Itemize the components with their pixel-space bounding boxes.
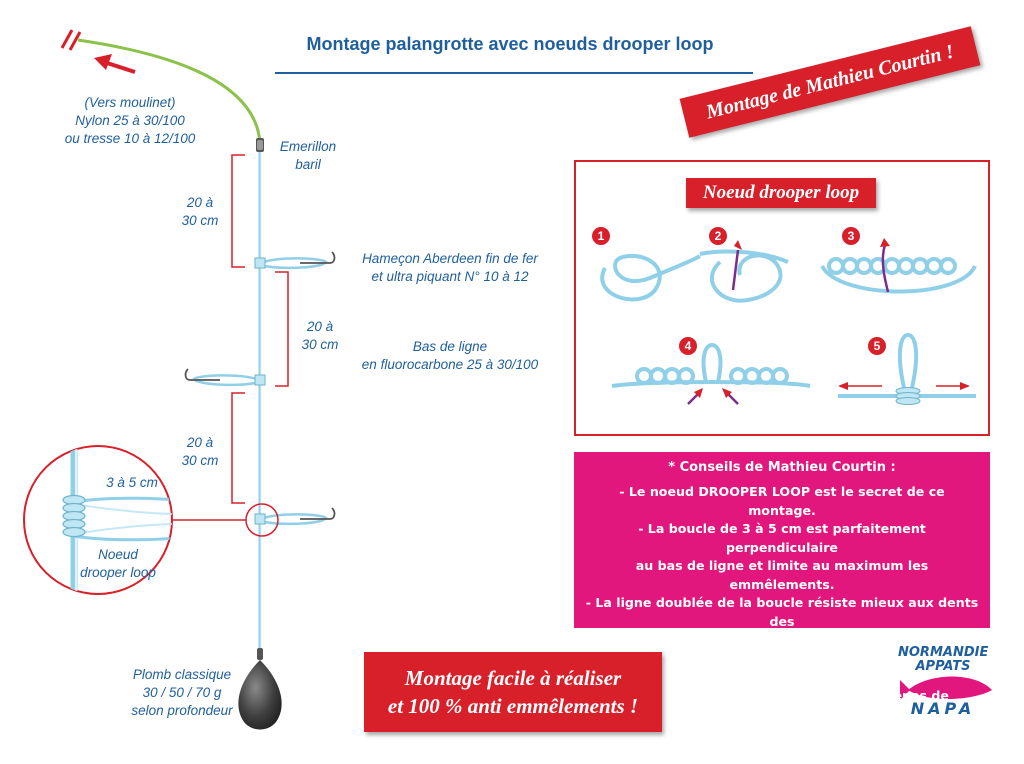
advice-line: potence et permet d’éviter les phénomène…: [615, 687, 949, 722]
knot-step-2-illustration: [699, 227, 789, 303]
leader-label: Bas de ligne en fluorocarbone 25 à 30/10…: [361, 339, 539, 372]
logo-normandie: NORMANDIE: [898, 645, 989, 660]
mainline-label: (Vers moulinet) Nylon 25 à 30/100 ou tre…: [64, 95, 196, 146]
knot-step-4-illustration: [611, 337, 811, 405]
advice-line: - Les spires en haut et en bas de la bou…: [601, 650, 963, 685]
hook-label: Hameçon Aberdeen fin de fer et ultra piq…: [362, 251, 538, 284]
knot-step-1-illustration: [592, 227, 702, 302]
swivel-icon: [256, 138, 264, 152]
step-number-2: 2: [714, 229, 722, 243]
distance-bracket-1: [231, 154, 245, 268]
advice-title: * Conseils de Mathieu Courtin :: [668, 460, 896, 475]
loop-size-label: 3 à 5 cm: [106, 475, 158, 490]
bottom-banner: Montage facile à réaliser et 100 % anti …: [364, 652, 662, 732]
step-number-3: 3: [847, 229, 855, 243]
dropper-loop-1: [254, 251, 336, 270]
step-number-1: 1: [597, 229, 605, 243]
arrow-to-reel-icon: [94, 54, 136, 74]
distance-label-2: 20 à 30 cm: [301, 319, 339, 352]
napa-logo-graphic: [900, 676, 992, 700]
advice-line: - Le noeud DROOPER LOOP est le secret de…: [619, 484, 945, 518]
mainline: [77, 38, 262, 146]
step-number-4: 4: [684, 339, 692, 353]
logo-appats: APPATS: [915, 659, 971, 674]
distance-bracket-2: [275, 271, 289, 387]
advice-line: au bas de ligne et limite au maximum les…: [635, 558, 929, 592]
advice-box: * Conseils de Mathieu Courtin : - Le noe…: [574, 452, 990, 721]
dropper-loop-3: [254, 507, 336, 526]
logo-napa: NAPA: [910, 699, 976, 718]
title-underline: [275, 72, 753, 74]
step-number-5: 5: [873, 339, 881, 353]
sinker-label: Plomb classique 30 / 50 / 70 g selon pro…: [131, 667, 233, 718]
swivel-label: Emerillon baril: [279, 139, 337, 172]
distance-label-3: 20 à 30 cm: [181, 435, 219, 468]
knot-box-title: Noeud drooper loop: [686, 178, 876, 208]
advice-line: - La ligne doublée de la boucle résiste …: [585, 595, 979, 629]
line-cut-mark: [60, 29, 82, 51]
knot-steps-box: [574, 160, 990, 436]
page-title: Montage palangrotte avec noeuds drooper …: [306, 34, 714, 54]
knot-step-3-illustration: [820, 227, 977, 294]
knot-step-5-illustration: [838, 332, 976, 405]
sinker-icon: [238, 648, 282, 730]
zoom-circle: [23, 445, 173, 595]
advice-line: - La boucle de 3 à 5 cm est parfaitement…: [638, 521, 926, 555]
distance-label-1: 20 à 30 cm: [181, 195, 219, 228]
distance-bracket-3: [231, 392, 245, 504]
advice-line: poissons (ex: sparidés) et évite les cas…: [629, 632, 935, 647]
dropper-loop-2: [184, 368, 266, 387]
knot-label: Noeud drooper loop: [80, 547, 156, 580]
